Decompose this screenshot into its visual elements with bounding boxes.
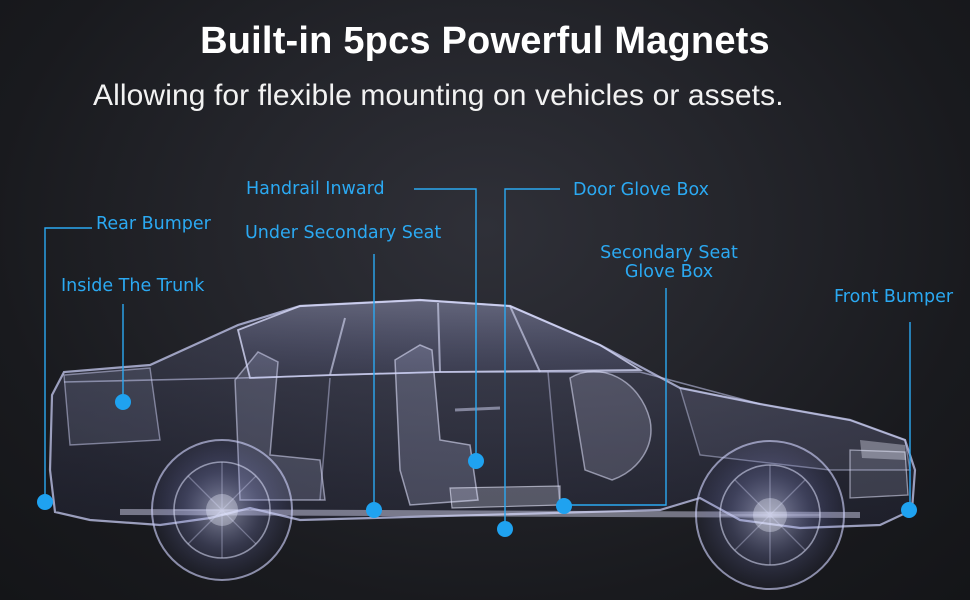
magnet-front-bumper-icon: [901, 502, 917, 518]
magnet-rear-bumper-icon: [37, 494, 53, 510]
label-rear-bumper: Rear Bumper: [96, 214, 211, 234]
label-inside-trunk: Inside The Trunk: [61, 276, 205, 296]
door-glove-box-leader: [504, 188, 560, 528]
label-secondary-seat-glove-box: Secondary Seat Glove Box: [589, 244, 749, 282]
seat-glove-box-leader: [564, 288, 667, 506]
rear-wheel: [151, 439, 293, 581]
magnet-door-glove-box-icon: [497, 521, 513, 537]
magnet-seat-glove-box-icon: [556, 498, 572, 514]
front-wheel: [695, 440, 845, 590]
label-front-bumper: Front Bumper: [834, 287, 954, 307]
magnet-under-seat-icon: [366, 502, 382, 518]
label-door-glove-box: Door Glove Box: [573, 180, 709, 200]
magnet-handrail-icon: [468, 453, 484, 469]
magnet-trunk-icon: [115, 394, 131, 410]
headline: Built-in 5pcs Powerful Magnets: [200, 20, 770, 62]
car-interior: [234, 344, 652, 509]
label-under-secondary-seat: Under Secondary Seat: [245, 223, 442, 243]
label-secondary-seat-line2: Glove Box: [624, 262, 714, 282]
label-handrail-inward: Handrail Inward: [246, 179, 385, 199]
subheadline: Allowing for flexible mounting on vehicl…: [93, 79, 784, 112]
label-secondary-seat-line1: Secondary Seat: [600, 243, 738, 263]
handrail-leader: [414, 188, 477, 460]
rear-bumper-leader: [44, 227, 92, 500]
